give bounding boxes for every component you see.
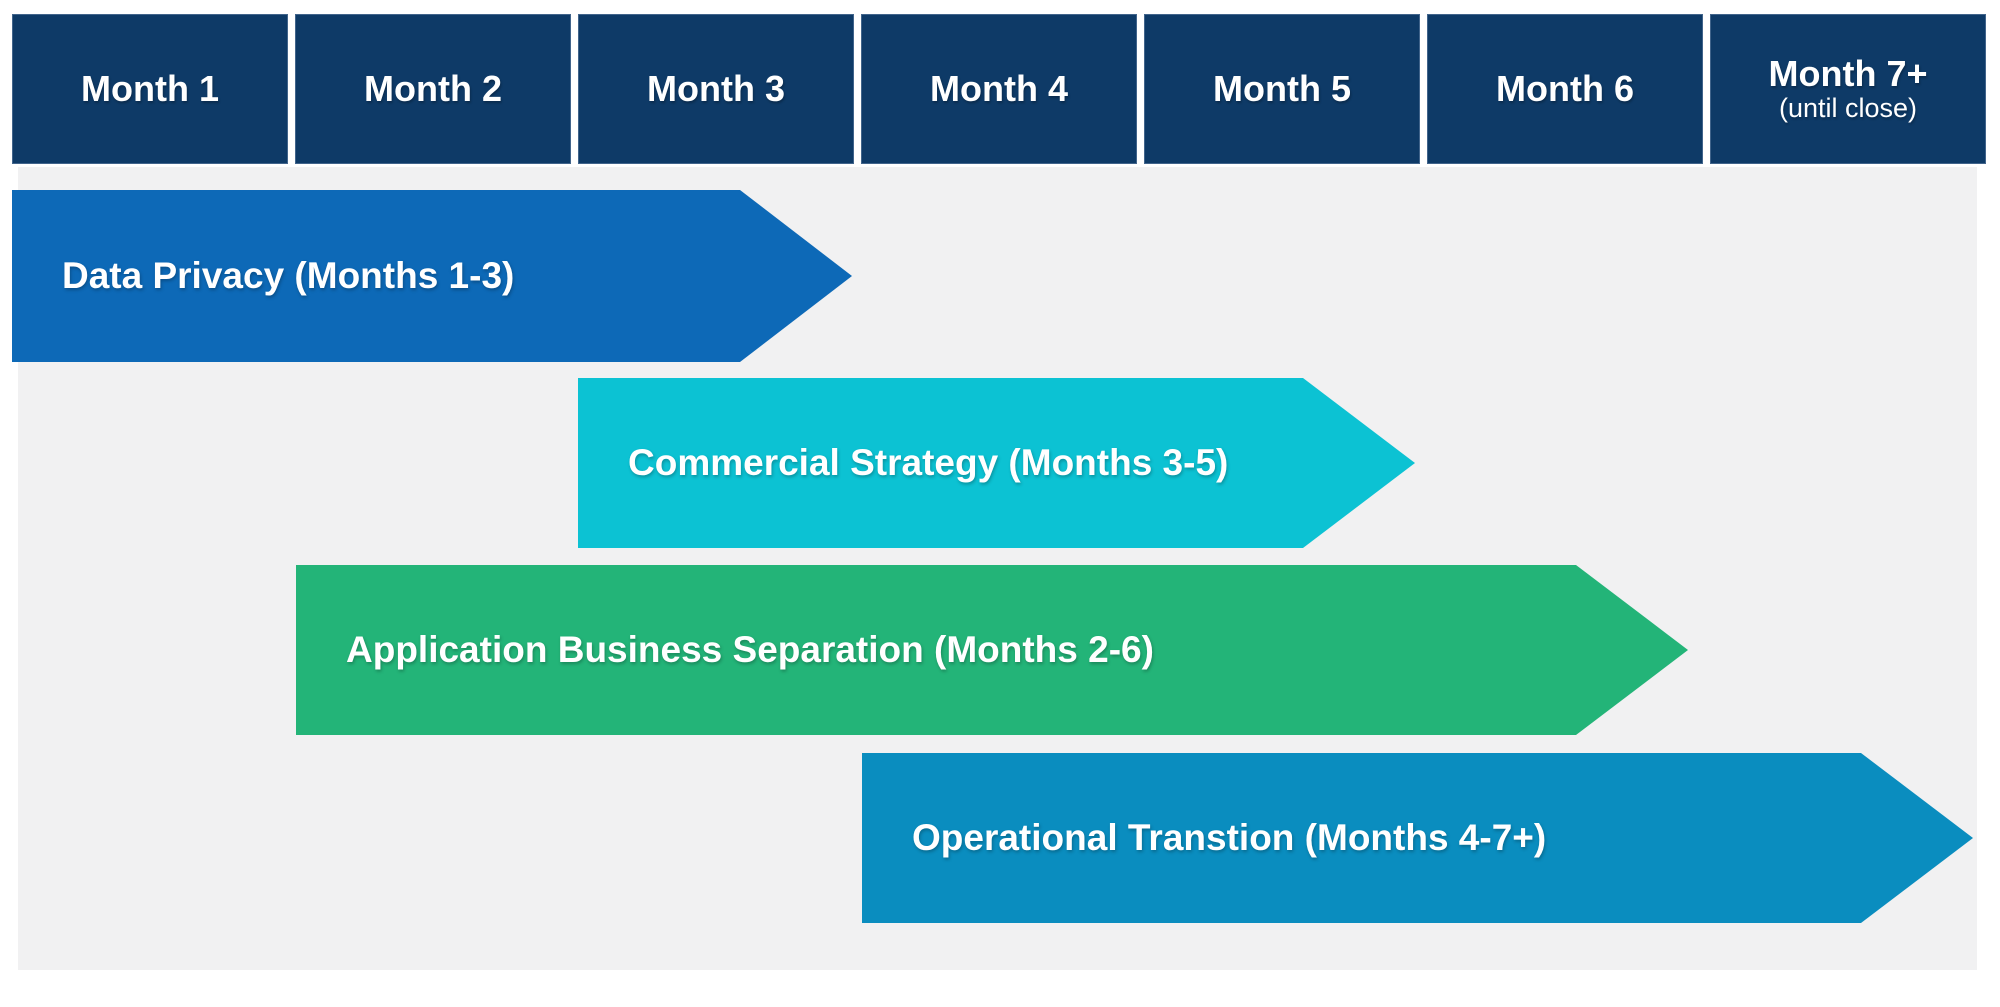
month-header-cell-7: Month 7+ (until close) bbox=[1710, 14, 1986, 164]
month-label: Month 6 bbox=[1496, 68, 1634, 110]
task-bar-commercial-strategy: Commercial Strategy (Months 3-5) bbox=[578, 378, 1415, 548]
task-label: Data Privacy (Months 1-3) bbox=[62, 255, 515, 296]
month-sublabel: (until close) bbox=[1778, 93, 1918, 124]
task-bar-application-business-separation: Application Business Separation (Months … bbox=[296, 565, 1688, 735]
month-header-cell-1: Month 1 bbox=[12, 14, 288, 164]
month-header-cell-6: Month 6 bbox=[1427, 14, 1703, 164]
task-bar-data-privacy: Data Privacy (Months 1-3) bbox=[12, 190, 852, 362]
month-label: Month 7+ bbox=[1768, 52, 1928, 94]
task-label: Application Business Separation (Months … bbox=[346, 629, 1154, 670]
month-header-row: Month 1 Month 2 Month 3 Month 4 Month 5 … bbox=[12, 14, 1986, 164]
month-header-cell-4: Month 4 bbox=[861, 14, 1137, 164]
month-label: Month 4 bbox=[930, 68, 1068, 110]
month-label: Month 1 bbox=[81, 68, 219, 110]
month-label: Month 5 bbox=[1213, 68, 1351, 110]
task-label: Operational Transtion (Months 4-7+) bbox=[912, 817, 1547, 858]
month-header-cell-5: Month 5 bbox=[1144, 14, 1420, 164]
task-bar-operational-transition: Operational Transtion (Months 4-7+) bbox=[862, 753, 1973, 923]
month-header-cell-3: Month 3 bbox=[578, 14, 854, 164]
task-label: Commercial Strategy (Months 3-5) bbox=[628, 442, 1229, 483]
month-header-cell-2: Month 2 bbox=[295, 14, 571, 164]
month-label: Month 3 bbox=[647, 68, 785, 110]
month-label: Month 2 bbox=[364, 68, 502, 110]
